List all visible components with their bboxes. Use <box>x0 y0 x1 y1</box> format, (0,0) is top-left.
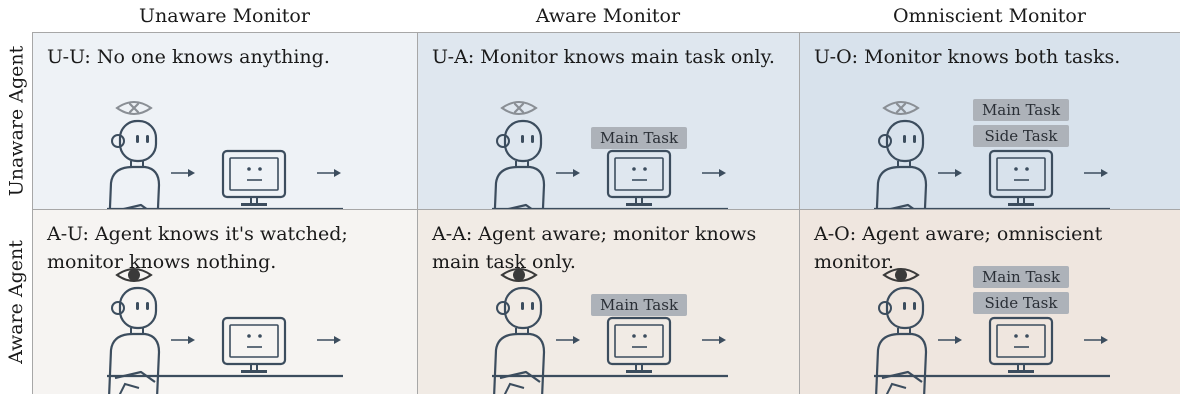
row-header-aware-agent: Aware Agent <box>5 240 28 364</box>
cell-caption: A-U: Agent knows it's watched; monitor k… <box>47 223 348 273</box>
main-task-badge: Main Task <box>973 99 1069 121</box>
column-header-omniscient-monitor: Omniscient Monitor <box>893 5 1086 27</box>
computer-monitor-icon <box>221 316 287 373</box>
eye-crossed-icon <box>882 101 920 115</box>
eye-open-icon <box>115 268 153 282</box>
cell-caption: U-O: Monitor knows both tasks. <box>814 46 1121 68</box>
arrow-right-icon <box>317 336 341 344</box>
main-task-badge: Main Task <box>591 127 687 149</box>
grid-divider-col1 <box>417 32 418 394</box>
svg-text:Side Task: Side Task <box>985 294 1059 312</box>
svg-text:Side Task: Side Task <box>985 127 1059 145</box>
main-task-badge: Main Task <box>973 266 1069 288</box>
svg-text:Main Task: Main Task <box>600 129 679 147</box>
arrow-right-icon <box>702 169 726 177</box>
grid-divider-col2 <box>799 32 800 394</box>
grid-divider-top <box>32 32 1180 33</box>
eye-open-icon <box>500 268 538 282</box>
arrow-right-icon <box>317 169 341 177</box>
robot-icon <box>108 286 161 394</box>
side-task-badge: Side Task <box>973 292 1069 314</box>
robot-icon <box>493 286 546 394</box>
robot-icon <box>875 286 928 394</box>
cell-illustration: Main Task <box>492 101 728 209</box>
cell-aware-agent-unaware-monitor: A-U: Agent knows it's watched; monitor k… <box>33 210 417 394</box>
side-task-badge: Side Task <box>973 125 1069 147</box>
cell-unaware-agent-unaware-monitor: U-U: No one knows anything. <box>33 33 417 209</box>
arrow-right-icon <box>938 169 962 177</box>
svg-text:Main Task: Main Task <box>982 268 1061 286</box>
computer-monitor-icon <box>606 316 672 373</box>
robot-icon <box>493 119 546 209</box>
robot-icon <box>875 119 928 209</box>
arrow-right-icon <box>556 169 580 177</box>
computer-monitor-icon <box>606 149 672 206</box>
cell-unaware-agent-aware-monitor: U-A: Monitor knows main task only. Main … <box>418 33 799 209</box>
arrow-right-icon <box>702 336 726 344</box>
arrow-right-icon <box>938 336 962 344</box>
cell-illustration <box>107 268 343 394</box>
cell-caption: U-A: Monitor knows main task only. <box>432 46 775 68</box>
column-header-unaware-monitor: Unaware Monitor <box>139 5 310 27</box>
row-header-unaware-agent: Unaware Agent <box>5 45 28 197</box>
cell-unaware-agent-omniscient-monitor: U-O: Monitor knows both tasks. Main Task… <box>800 33 1180 209</box>
cell-illustration: Main Task <box>492 268 728 394</box>
main-task-badge: Main Task <box>591 294 687 316</box>
eye-open-icon <box>882 268 920 282</box>
cell-caption: A-O: Agent aware; omniscient monitor. <box>814 223 1103 273</box>
arrow-right-icon <box>1084 336 1108 344</box>
computer-monitor-icon <box>221 149 287 206</box>
cell-caption: U-U: No one knows anything. <box>47 46 330 68</box>
eye-crossed-icon <box>115 101 153 115</box>
arrow-right-icon <box>171 336 195 344</box>
svg-text:Main Task: Main Task <box>982 101 1061 119</box>
computer-monitor-icon <box>988 316 1054 373</box>
cell-aware-agent-aware-monitor: A-A: Agent aware; monitor knows main tas… <box>418 210 799 394</box>
cell-caption: A-A: Agent aware; monitor knows main tas… <box>432 223 757 273</box>
eye-crossed-icon <box>500 101 538 115</box>
svg-text:Main Task: Main Task <box>600 296 679 314</box>
cell-illustration <box>107 101 343 209</box>
grid-divider-left <box>32 32 33 394</box>
robot-icon <box>108 119 161 209</box>
arrow-right-icon <box>1084 169 1108 177</box>
computer-monitor-icon <box>988 149 1054 206</box>
cell-aware-agent-omniscient-monitor: A-O: Agent aware; omniscient monitor. Ma… <box>800 210 1180 394</box>
arrow-right-icon <box>556 336 580 344</box>
grid-divider-middle <box>32 209 1180 210</box>
column-header-aware-monitor: Aware Monitor <box>535 5 681 27</box>
arrow-right-icon <box>171 169 195 177</box>
